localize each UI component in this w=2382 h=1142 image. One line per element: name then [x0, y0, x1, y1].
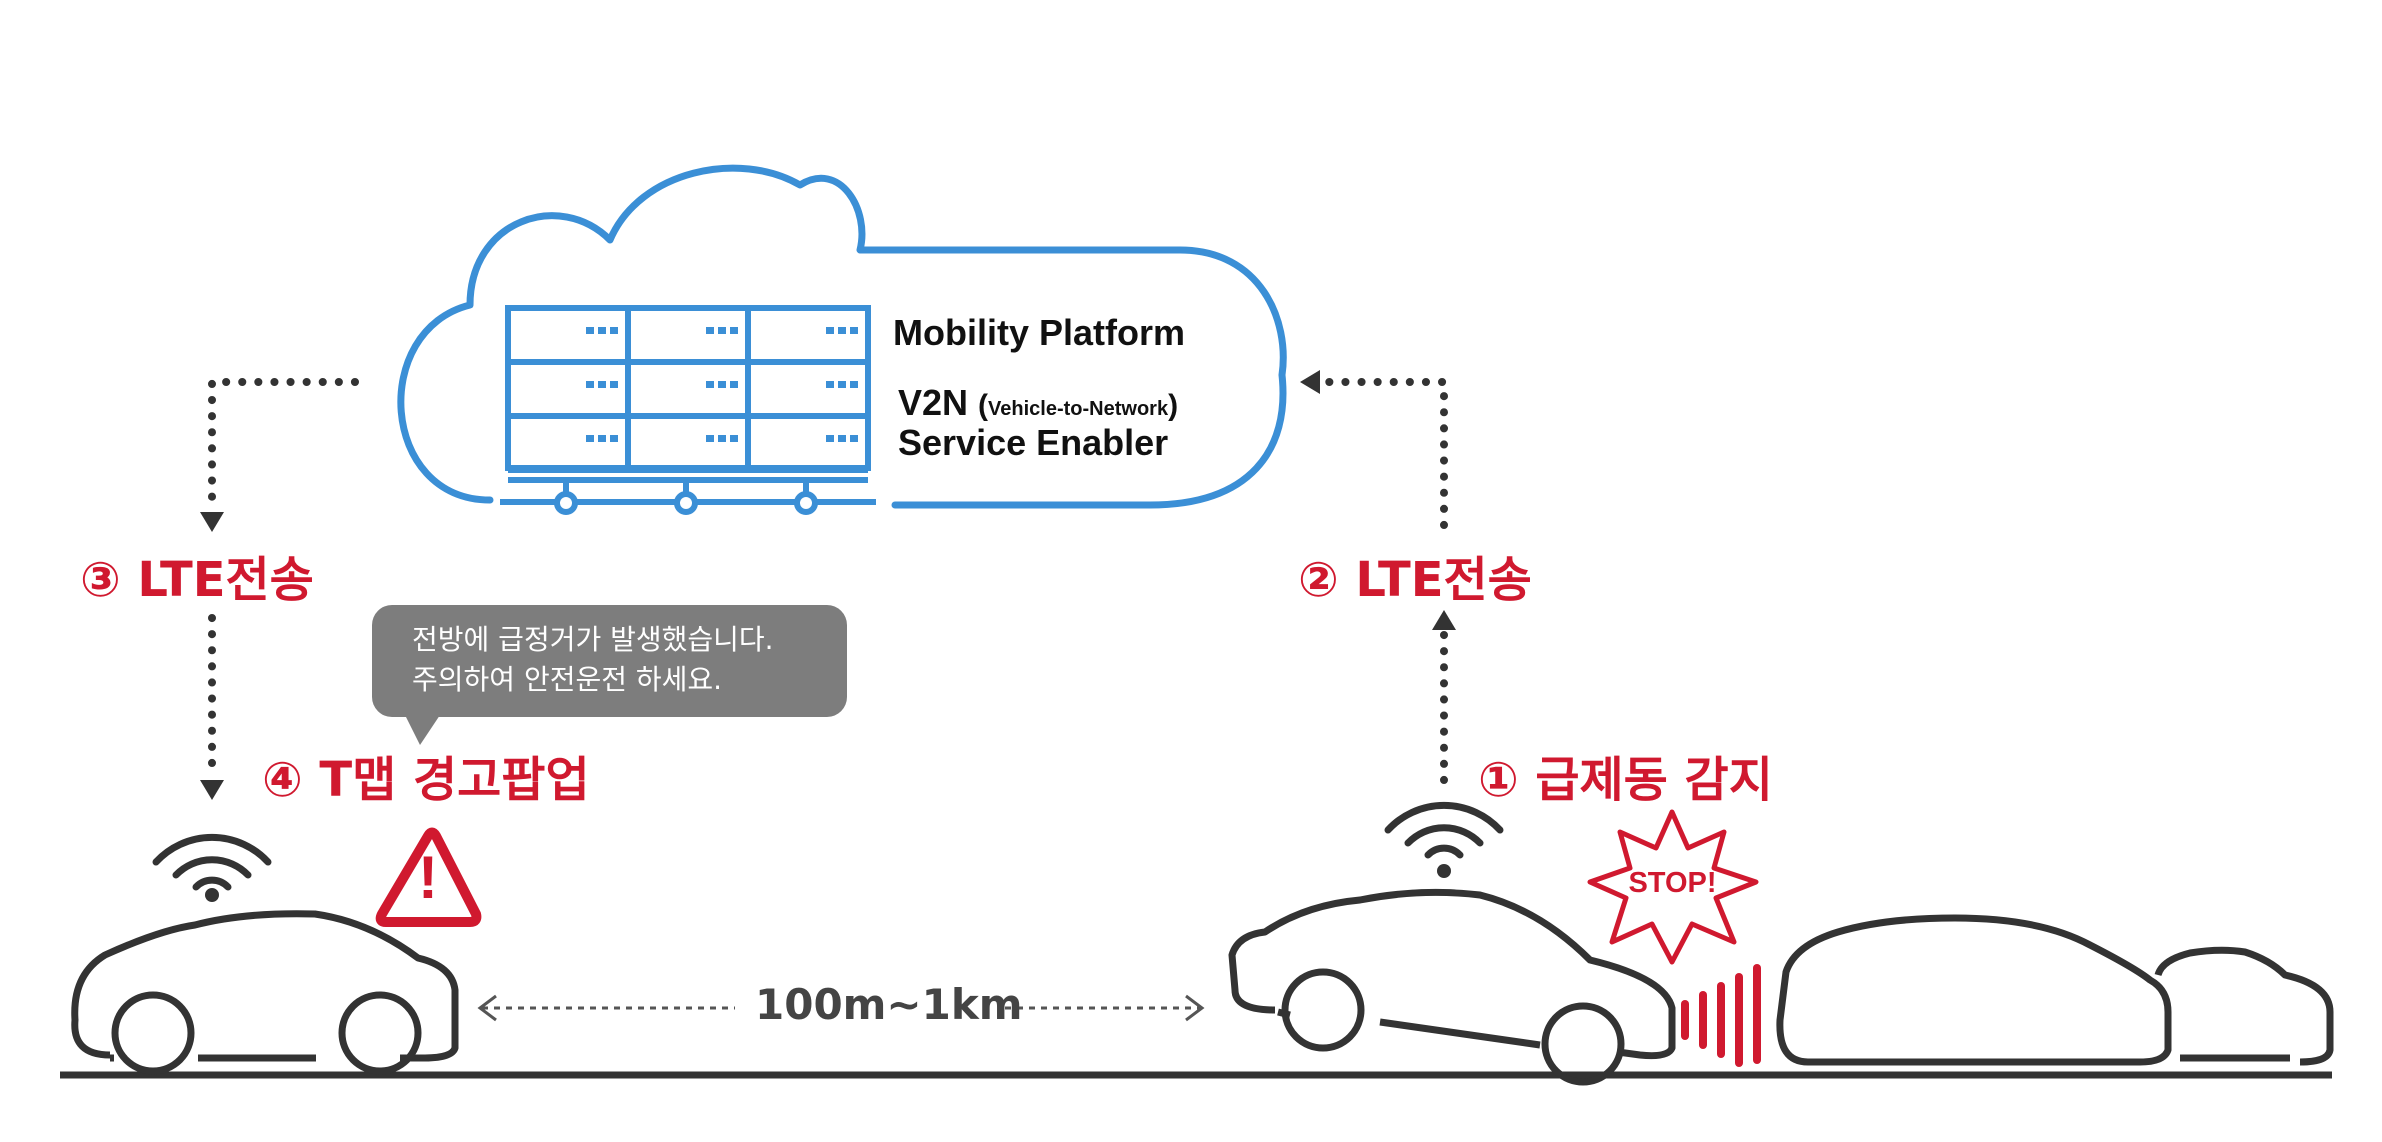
server-indicator-lights — [586, 327, 858, 442]
arrow-head-step3-top — [200, 512, 224, 532]
left-car-icon — [71, 910, 459, 1075]
wifi-icon-left-car — [152, 833, 272, 902]
distance-label: 100m~1km — [755, 980, 1023, 1029]
platform-v2n-main: V2N — [898, 382, 969, 423]
wifi-icon-right-car — [1384, 801, 1504, 878]
braking-car-icon — [1228, 888, 1676, 1086]
cloud-icon — [397, 164, 1287, 509]
platform-v2n-paren-open: ( — [978, 389, 989, 422]
platform-title: Mobility Platform — [893, 312, 1186, 353]
arrow-head-step3-bottom — [200, 780, 224, 800]
step3-label: ③ LTE전송 — [80, 552, 314, 608]
server-wheels — [554, 480, 818, 515]
step4-label: ④ T맵 경고팝업 — [262, 752, 590, 808]
step1-label: ① 급제동 감지 — [1478, 752, 1773, 808]
brake-signal-lines — [1681, 964, 1761, 1067]
platform-service-enabler: Service Enabler — [898, 422, 1169, 463]
front-car-1-icon — [1776, 914, 2172, 1066]
platform-v2n-paren-close: ) — [1168, 389, 1179, 422]
step2-label: ② LTE전송 — [1298, 552, 1532, 608]
warning-exclamation: ! — [418, 844, 438, 911]
warning-icon — [375, 827, 482, 927]
platform-v2n-line: V2N (Vehicle-to-Network) — [898, 382, 1178, 424]
arrow-head-step2-top — [1300, 370, 1320, 394]
stop-burst-icon — [1587, 809, 1759, 965]
distance-arrow — [477, 994, 1205, 1022]
arrow-cloud-to-left-car — [208, 378, 359, 782]
server-rack-icon — [500, 305, 876, 505]
platform-v2n-sub: Vehicle-to-Network — [988, 398, 1169, 420]
stop-text: STOP! — [1628, 867, 1717, 899]
front-car-2-icon — [2154, 946, 2334, 1066]
bubble-message-line2: 주의하여 안전운전 하세요. — [412, 663, 723, 696]
speech-bubble — [372, 605, 847, 745]
arrow-right-car-to-cloud — [1316, 378, 1448, 786]
bubble-message-line1: 전방에 급정거가 발생했습니다. — [412, 623, 774, 656]
arrow-head-step2-bottom — [1432, 610, 1456, 630]
